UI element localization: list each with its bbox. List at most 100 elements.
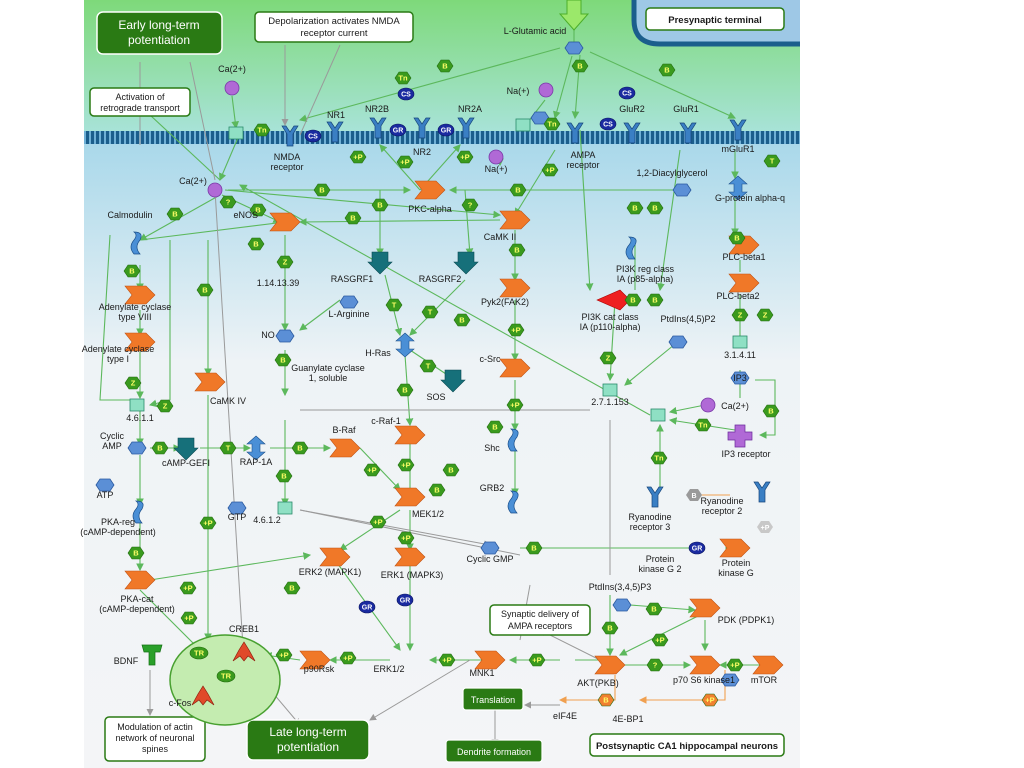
badge-b <box>645 602 663 616</box>
label-adcy8-2: type VIII <box>118 312 151 322</box>
badge-tn <box>394 71 412 85</box>
badge-text: B <box>515 186 521 195</box>
badge-text: CS <box>622 91 632 98</box>
metabolite-hexagon <box>730 371 750 385</box>
protein-kinase-node <box>394 547 426 567</box>
badge-b <box>624 293 642 307</box>
badge-text: +P <box>401 461 410 470</box>
badge-text: B <box>651 605 657 614</box>
actin-line2: network of neuronal <box>115 733 194 743</box>
late-ltp-line1: Late long-term <box>269 725 346 739</box>
badge-plus-p <box>438 653 456 667</box>
protein-kinase-node <box>728 273 760 293</box>
badge-text: Tn <box>547 120 557 129</box>
badge-text: +P <box>183 584 192 593</box>
badge-text: CS <box>603 122 613 129</box>
badge-z <box>276 255 294 269</box>
label-pkg2-1: Protein <box>646 554 675 564</box>
badge-text: B <box>202 286 208 295</box>
badge-text: B <box>768 407 774 416</box>
protein-kinase-node <box>394 425 426 445</box>
badge-z <box>599 351 617 365</box>
label-pyk2: Pyk2(FAK2) <box>481 297 529 307</box>
badge-text: T <box>226 444 231 453</box>
label-pkg2-2: kinase G 2 <box>638 564 681 574</box>
label-ampa-2: receptor <box>566 160 599 170</box>
nmda-current-line1: Depolarization activates NMDA <box>268 16 400 27</box>
badge-b <box>249 203 267 217</box>
label-gtp: GTP <box>228 512 247 522</box>
badge-b <box>525 541 543 555</box>
protein-nodes <box>124 80 784 706</box>
badge-b <box>646 293 664 307</box>
badge-text: B <box>350 214 356 223</box>
badge-text: B <box>448 466 454 475</box>
retrograde-box: Activation of retrograde transport <box>89 87 191 117</box>
badge-b <box>442 463 460 477</box>
badge-text: +P <box>373 518 382 527</box>
badge-text: T <box>426 362 431 371</box>
badge-text: B <box>133 549 139 558</box>
label-pka-reg-1: PKA-reg <box>101 517 135 527</box>
label-pi3k-cat-2: IA (p110-alpha) <box>580 322 641 332</box>
badge-text: +P <box>343 654 352 663</box>
actin-line3: spines <box>142 744 169 754</box>
badge-b <box>196 283 214 297</box>
early-ltp-box: Early long-term potentiation <box>96 11 223 55</box>
badge-text: B <box>442 62 448 71</box>
badge-text: Z <box>606 354 611 363</box>
retrograde-line2: retrograde transport <box>100 103 180 113</box>
gtpase-node <box>395 332 415 358</box>
badge-plus-p <box>507 323 525 337</box>
badge-text: Z <box>131 379 136 388</box>
badge-b <box>313 183 331 197</box>
badge-b <box>428 483 446 497</box>
label-creb1: CREB1 <box>229 624 259 634</box>
label-na-in: Na(+) <box>485 164 508 174</box>
label-l-glutamic: L-Glutamic acid <box>504 26 567 36</box>
badge-text: Tn <box>257 126 267 135</box>
badge-b <box>436 59 454 73</box>
synaptic-delivery-line2: AMPA receptors <box>508 621 573 631</box>
label-ebp1: 4E-BP1 <box>612 714 643 724</box>
protein-kinase-node <box>499 358 531 378</box>
badge-b <box>247 237 265 251</box>
label-camk2: CaMK II <box>484 232 517 242</box>
badge-text: B <box>319 186 325 195</box>
badge-b <box>658 63 676 77</box>
label-no: NO <box>261 330 275 340</box>
receptor-node <box>326 121 344 143</box>
badge-text: B <box>734 234 740 243</box>
gtpase-node <box>728 175 748 201</box>
protein-kinase-node <box>719 538 751 558</box>
protein-kinase-node <box>319 547 351 567</box>
label-pkg-1: Protein <box>722 558 751 568</box>
badge-plus-p <box>369 515 387 529</box>
badge-plus-p <box>726 658 744 672</box>
badge-cs <box>599 117 617 131</box>
badge-z <box>124 376 142 390</box>
transcription-factor-node <box>232 641 256 662</box>
adapter-protein-node <box>625 236 637 260</box>
badge-text: +P <box>730 661 739 670</box>
label-pi3k-cat-1: PI3K cat class <box>581 312 639 322</box>
label-ip3: IP3 <box>733 373 747 383</box>
receptor-node <box>679 122 697 144</box>
receptor-node <box>281 125 299 147</box>
label-p70: p70 S6 kinase1 <box>673 675 735 685</box>
actin-box: Modulation of actin network of neuronal … <box>104 716 206 762</box>
badge-b <box>274 353 292 367</box>
badge-plus-p <box>528 653 546 667</box>
protein-kinase-node <box>124 285 156 305</box>
badge-text: ? <box>226 198 231 207</box>
label-ip3r: IP3 receptor <box>721 449 770 459</box>
badge-z <box>156 399 174 413</box>
metabolite-hexagon <box>668 335 688 349</box>
label-braf: B-Raf <box>332 425 356 435</box>
label-glur2: GluR2 <box>619 104 645 114</box>
label-pka-cat-1: PKA-cat <box>120 594 154 604</box>
label-grb2: GRB2 <box>480 483 505 493</box>
badge-text: B <box>632 204 638 213</box>
